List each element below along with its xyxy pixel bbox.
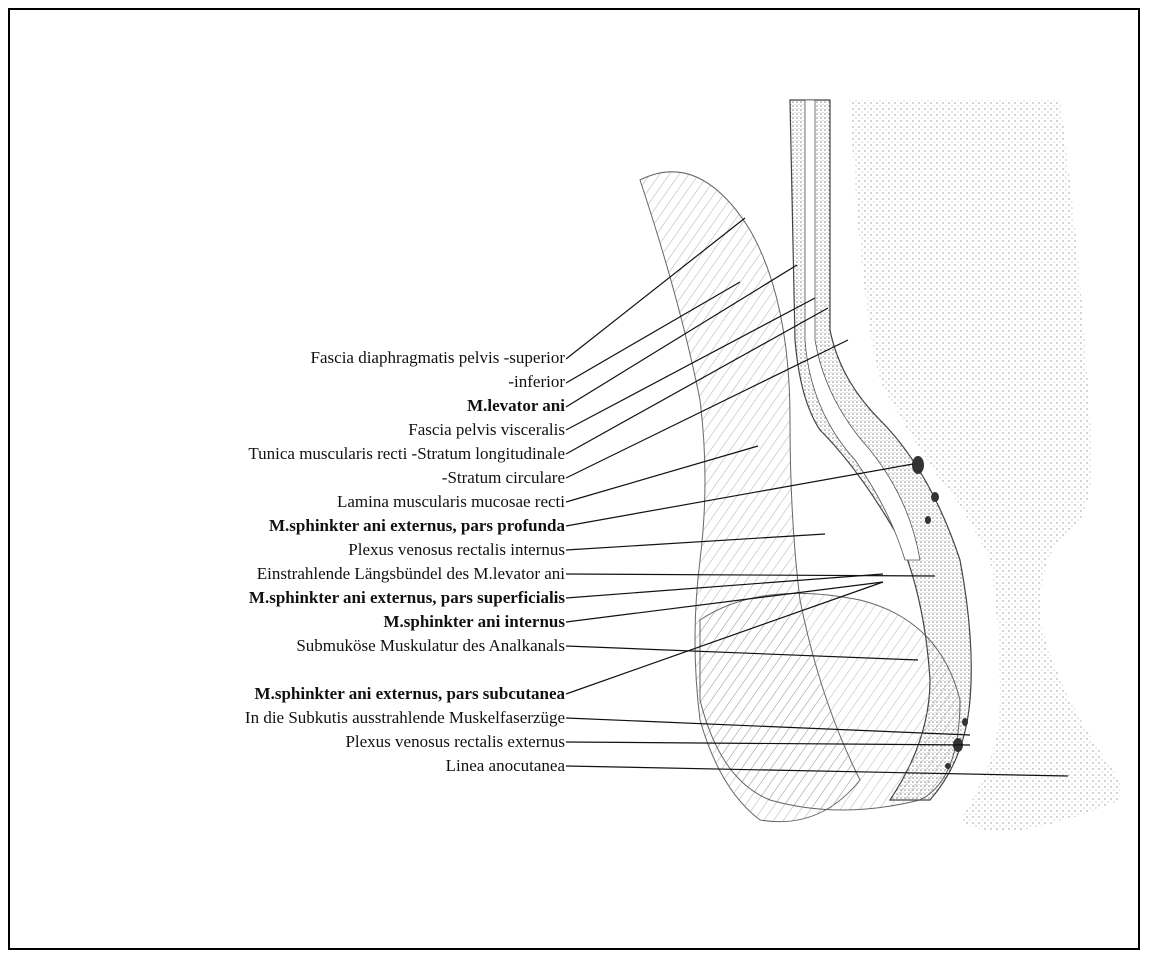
label-plexus-internus: Plexus venosus rectalis internus: [348, 540, 565, 560]
label-fascia-superior: Fascia diaphragmatis pelvis -superior: [311, 348, 565, 368]
label-pars-subcutanea: M.sphinkter ani externus, pars subcutane…: [255, 684, 565, 704]
label-stratum-circulare: -Stratum circulare: [442, 468, 565, 488]
label-fascia-visceralis: Fascia pelvis visceralis: [408, 420, 565, 440]
label-lamina-muscularis: Lamina muscularis mucosae recti: [337, 492, 565, 512]
label-linea-anocutanea: Linea anocutanea: [446, 756, 565, 776]
label-plexus-externus: Plexus venosus rectalis externus: [345, 732, 565, 752]
label-submukoese-muskulatur: Submuköse Muskulatur des Analkanals: [296, 636, 565, 656]
label-levator-ani: M.levator ani: [467, 396, 565, 416]
label-stratum-longitudinale: Tunica muscularis recti -Stratum longitu…: [248, 444, 565, 464]
label-fascia-inferior: -inferior: [508, 372, 565, 392]
anal-region: [700, 593, 960, 810]
label-muskelfaserzuege: In die Subkutis ausstrahlende Muskelfase…: [245, 708, 565, 728]
label-pars-profunda: M.sphinkter ani externus, pars profunda: [269, 516, 565, 536]
label-sphinkter-internus: M.sphinkter ani internus: [383, 612, 565, 632]
label-pars-superficialis: M.sphinkter ani externus, pars superfici…: [249, 588, 565, 608]
label-laengsbuendel: Einstrahlende Längsbündel des M.levator …: [257, 564, 565, 584]
